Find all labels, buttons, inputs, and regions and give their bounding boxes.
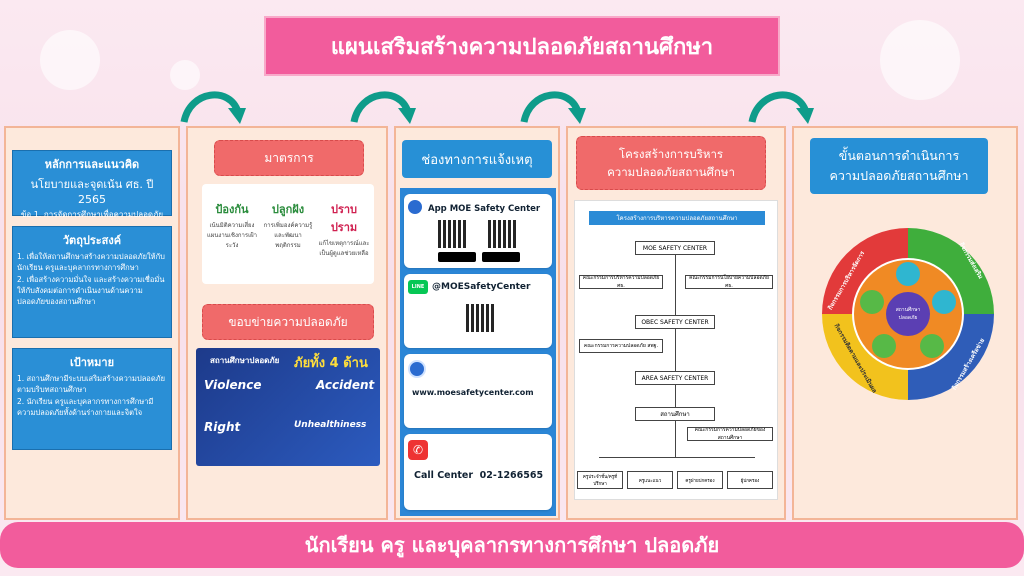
ring-segment-promote (908, 228, 994, 314)
column-measures: มาตรการ ป้องกัน เน้นมิติความเสี่ยงแผนงาน… (186, 126, 388, 520)
ring-segment-manage (822, 228, 908, 314)
hazard-poster: สถานศึกษาปลอดภัย ภัยทั้ง 4 ด้าน Violence… (196, 348, 380, 466)
moe-box: MOE SAFETY CENTER (635, 241, 715, 255)
poster-right: Right (204, 420, 241, 434)
google-play-badge-icon (482, 252, 520, 262)
curved-arrow-icon (520, 91, 586, 124)
org-connector (675, 421, 676, 457)
measures-label: มาตรการ (214, 140, 364, 176)
measure-instill-title: ปลูกฝัง (271, 203, 305, 216)
obec-left-box: คณะกรรมการความปลอดภัย สพฐ. (579, 339, 663, 353)
ring-segment-monitor (822, 314, 908, 400)
org-chart-title: โครงสร้างการบริหารความปลอดภัยสถานศึกษา (589, 211, 765, 225)
measure-prevent-desc: เน้นมิติความเสี่ยงแผนงานเชิงการเฝ้าระวัง (206, 222, 258, 249)
qr-code-icon (466, 304, 494, 332)
footer-banner: นักเรียน ครู และบุคลากรทางการศึกษา ปลอดภ… (0, 522, 1024, 568)
column-structure: โครงสร้างการบริหาร ความปลอดภัยสถานศึกษา … (566, 126, 786, 520)
qr-code-icon (438, 220, 466, 248)
measure-instill-desc: การเพิ่มองค์ความรู้และพัฒนาพฤติกรรม (263, 222, 313, 249)
phone-icon: ✆ (408, 440, 428, 460)
poster-violence: Violence (204, 378, 262, 392)
goal-box: เป้าหมาย 1. สถานศึกษามีระบบเสริมสร้างควา… (12, 348, 172, 450)
bottom-box: ครูประจำชั้น/ครูที่ปรึกษา (577, 471, 623, 489)
goal-body: 1. สถานศึกษามีระบบเสริมสร้างความปลอดภัยต… (17, 374, 166, 417)
measure-suppress: ปราบปราม แก้ไขเหตุการณ์และเป็นผู้ดูแลช่ว… (318, 200, 370, 274)
cycle-center-label: สถานศึกษาปลอดภัย (895, 307, 921, 321)
org-connector (599, 457, 755, 458)
background-sparkle (40, 30, 100, 90)
measure-prevent-title: ป้องกัน (215, 203, 249, 216)
app-card[interactable]: App MOE Safety Center (404, 194, 552, 268)
process-cycle-svg (822, 228, 994, 400)
call-card[interactable]: ✆ Call Center 02-1266565 (404, 434, 552, 510)
org-connector (675, 329, 676, 371)
network-label: ขอบข่ายความปลอดภัย (202, 304, 374, 340)
principle-body: นโยบายและจุดเน้น ศธ. ปี 2565 (30, 178, 154, 206)
app-store-badge-icon (438, 252, 476, 262)
bottom-box: ผู้ปกครอง (727, 471, 773, 489)
column-channels: ช่องทางการแจ้งเหตุ App MOE Safety Center… (394, 126, 560, 520)
channels-header: ช่องทางการแจ้งเหตุ (402, 140, 552, 178)
poster-unhealthiness: Unhealthiness (294, 420, 367, 430)
curved-arrow-icon (350, 91, 416, 124)
measures-panel: ป้องกัน เน้นมิติความเสี่ยงแผนงานเชิงการเ… (202, 184, 374, 284)
curved-arrow-icon (748, 91, 814, 124)
globe-icon (408, 360, 426, 378)
process-header: ขั้นตอนการดำเนินการ ความปลอดภัยสถานศึกษา (810, 138, 988, 194)
web-label: www.moesafetycenter.com (412, 388, 534, 397)
org-connector (675, 385, 676, 407)
moe-left-box: คณะกรรมการบริหารความปลอดภัย ศธ. (579, 275, 663, 289)
column-process: ขั้นตอนการดำเนินการ ความปลอดภัยสถานศึกษา… (792, 126, 1018, 520)
area-box: AREA SAFETY CENTER (635, 371, 715, 385)
poster-title: ภัยทั้ง 4 ด้าน (294, 356, 368, 371)
objective-body: 1. เพื่อให้สถานศึกษาสร้างความปลอดภัยให้ก… (17, 252, 165, 306)
line-brand-icon: LINE (408, 280, 428, 294)
principle-title: หลักการและแนวคิด (44, 158, 140, 171)
measure-suppress-desc: แก้ไขเหตุการณ์และเป็นผู้ดูแลช่วยเหลือ (318, 240, 370, 257)
poster-head: สถานศึกษาปลอดภัย (210, 356, 280, 365)
objective-box: วัตถุประสงค์ 1. เพื่อให้สถานศึกษาสร้างคว… (12, 226, 172, 338)
bottom-box: ครูฝ่ายปกครอง (677, 471, 723, 489)
measure-suppress-title: ปราบปราม (330, 203, 358, 234)
org-chart: โครงสร้างการบริหารความปลอดภัยสถานศึกษา M… (574, 200, 778, 500)
line-brand-text: LINE (411, 284, 425, 290)
column-principles: หลักการและแนวคิด นโยบายและจุดเน้น ศธ. ปี… (4, 126, 180, 520)
background-sparkle (880, 20, 960, 100)
measure-prevent: ป้องกัน เน้นมิติความเสี่ยงแผนงานเชิงการเ… (206, 200, 258, 274)
app-label: App MOE Safety Center (428, 204, 541, 214)
curved-arrow-icon (180, 91, 246, 124)
structure-header: โครงสร้างการบริหาร ความปลอดภัยสถานศึกษา (576, 136, 766, 190)
goal-title: เป้าหมาย (69, 356, 115, 369)
obec-box: OBEC SAFETY CENTER (635, 315, 715, 329)
principle-sub: ข้อ 1. การจัดการศึกษาเพื่อความปลอดภัย (20, 210, 164, 219)
channels-panel: App MOE Safety Center LINE @MOESafetyCen… (400, 188, 556, 516)
line-label: @MOESafetyCenter (432, 282, 531, 292)
bottom-box: ครูแนะแนว (627, 471, 673, 489)
page-title: แผนเสริมสร้างความปลอดภัยสถานศึกษา (264, 16, 780, 76)
objective-title: วัตถุประสงค์ (62, 234, 122, 247)
measure-instill: ปลูกฝัง การเพิ่มองค์ความรู้และพัฒนาพฤติก… (262, 200, 314, 274)
poster-accident: Accident (316, 378, 375, 392)
process-cycle: กิจกรรมการบริหารจัดการ กิจกรรมส่งเสริม ก… (818, 224, 998, 404)
line-card[interactable]: LINE @MOESafetyCenter (404, 274, 552, 348)
school-right-box: คณะกรรมการความปลอดภัยของสถานศึกษา (687, 427, 773, 441)
qr-code-icon (488, 220, 516, 248)
background-sparkle (170, 60, 200, 90)
school-box: สถานศึกษา (635, 407, 715, 421)
call-label: Call Center 02-1266565 (414, 470, 544, 481)
web-card[interactable]: www.moesafetycenter.com (404, 354, 552, 428)
ring-segment-network (908, 314, 994, 400)
principle-box: หลักการและแนวคิด นโยบายและจุดเน้น ศธ. ปี… (12, 150, 172, 219)
org-connector (675, 255, 676, 315)
moe-right-box: คณะกรรมการนโยบายความปลอดภัย ศธ. (685, 275, 773, 289)
moe-logo-icon (408, 200, 422, 214)
